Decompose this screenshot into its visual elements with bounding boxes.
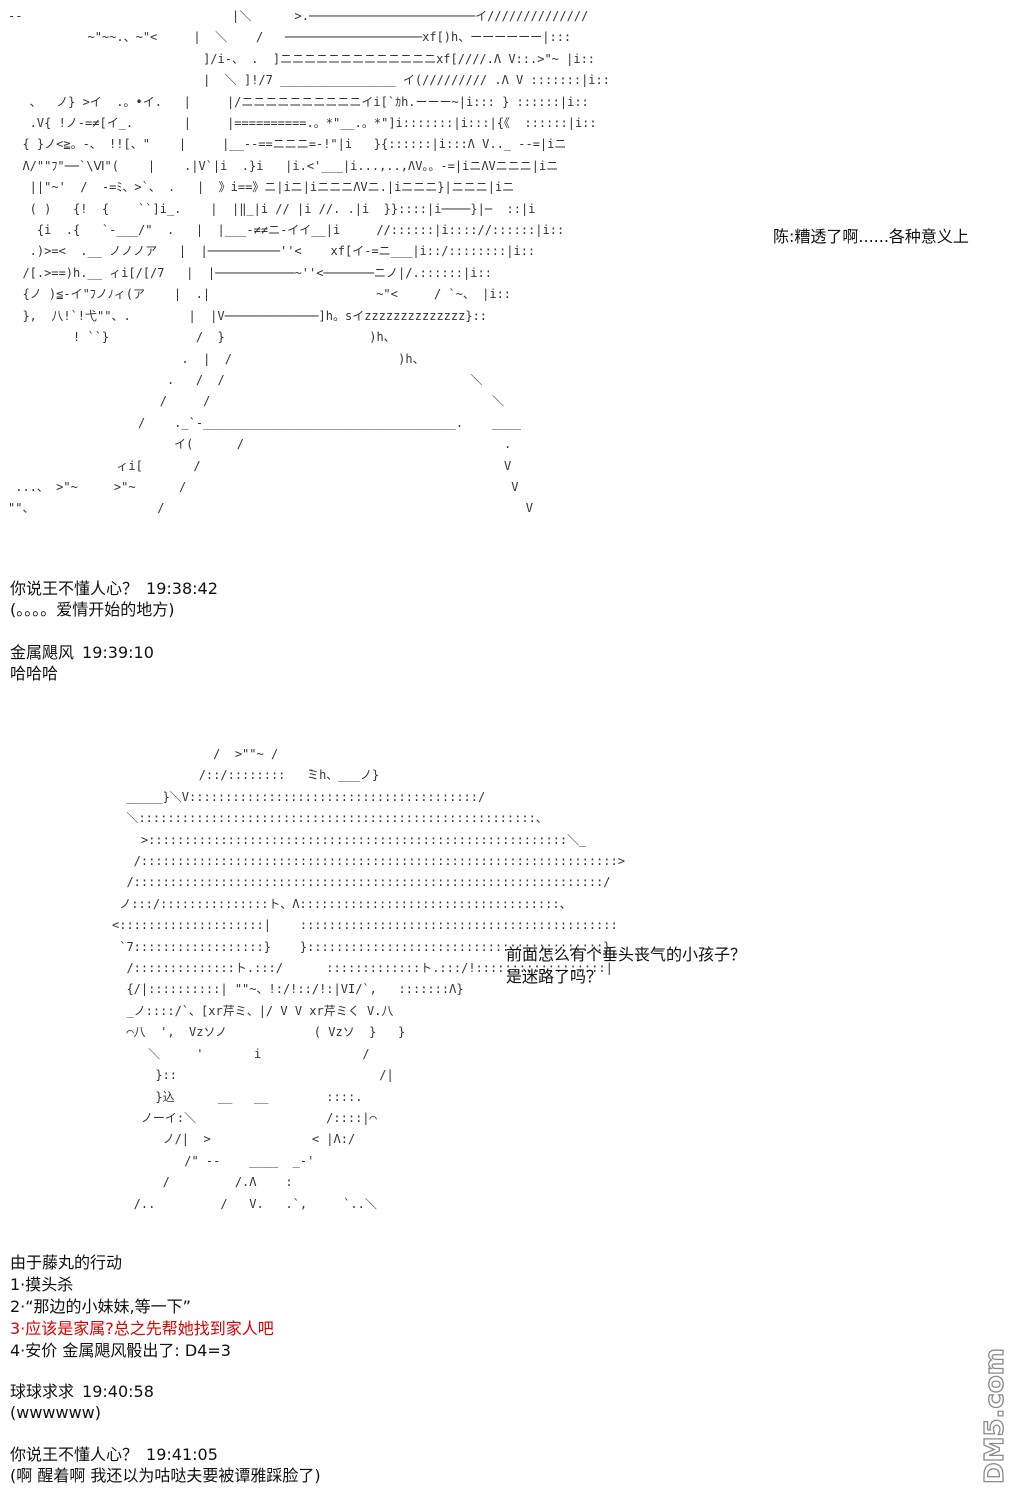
choice-option-2: 2·“那边的小妹妹,等一下” [10, 1297, 191, 1316]
choice-option-1: 1·摸头杀 [10, 1275, 74, 1294]
watermark-text: DM5.com [980, 1348, 1010, 1484]
post-author: 你说王不懂人心？ [10, 579, 139, 598]
post-timestamp: 19:39:10 [82, 643, 154, 662]
choice-option-3-selected: 3·应该是家属?总之先帮她找到家人吧 [10, 1319, 274, 1338]
post-timestamp: 19:41:05 [146, 1445, 218, 1464]
ascii-art-character-face: / >""~ / /::/:::::::: ̄ミh、___ノ} _____}＼V… [112, 747, 625, 1211]
post-body: (。。。。爱情开始的地方) [10, 600, 175, 619]
dice-result: 4·安价 金属飓风骰出了: D4=3 [10, 1341, 231, 1360]
post-header: 金属飓风 19:39:10 [10, 642, 154, 664]
post-header: 球球求求 19:40:58 [10, 1381, 154, 1403]
post-author: 球球求求 [10, 1382, 75, 1401]
post-body: (啊 醒着啊 我还以为咕哒夫要被谭雅踩脸了) [10, 1466, 321, 1485]
watermark-logo: DM5.com [979, 1348, 1010, 1485]
art-caption-chen: 陈:糟透了啊......各种意义上 [773, 227, 969, 246]
choice-intro: 由于藤丸的行动 [10, 1253, 123, 1272]
post-body: 哈哈哈 [10, 664, 59, 683]
art-caption-speech: 前面怎么有个垂头丧气的小孩子？ 是迷路了吗？ [506, 945, 747, 986]
post-author: 金属飓风 [10, 643, 75, 662]
post-timestamp: 19:38:42 [146, 579, 218, 598]
post-header: 你说王不懂人心？ 19:38:42 [10, 578, 218, 600]
post-header: 你说王不懂人心？ 19:41:05 [10, 1444, 218, 1466]
ascii-art-room-scene: -- |＼ >.───────────────────────イ////////… [8, 9, 610, 516]
post-timestamp: 19:40:58 [82, 1382, 154, 1401]
post-author: 你说王不懂人心？ [10, 1445, 139, 1464]
post-body: (wwwwww) [10, 1403, 101, 1422]
